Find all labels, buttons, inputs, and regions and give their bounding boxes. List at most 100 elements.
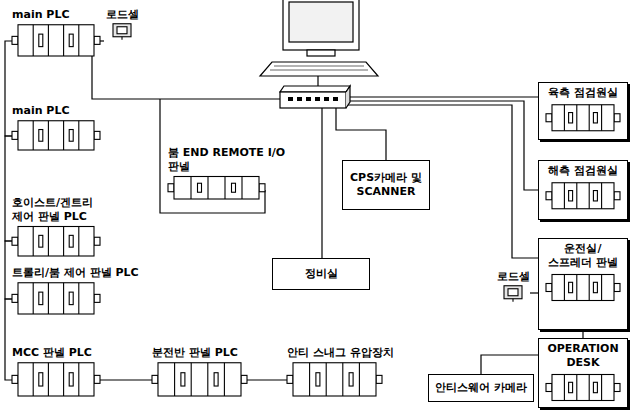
load-cell: 로드셀: [496, 270, 530, 306]
rack-divider: [33, 227, 34, 257]
cell-body: [504, 286, 522, 299]
rack-cap: [376, 375, 382, 383]
plc-rack: [152, 363, 247, 396]
rack-body: [552, 105, 614, 131]
node-label: 분전반 판넬 PLC: [152, 346, 247, 360]
rack-body: [552, 183, 614, 209]
rack-cap: [94, 36, 100, 44]
rack-cap: [12, 237, 18, 245]
rack-body: [552, 375, 614, 401]
rack-divider: [601, 105, 602, 131]
rack-body: [18, 283, 94, 314]
hub-port: [306, 97, 311, 101]
node-label: 로드셀: [496, 270, 530, 284]
rack-module: [569, 282, 573, 292]
rack-divider: [564, 105, 565, 131]
plc-rack: [287, 363, 382, 396]
hub-port: [288, 97, 293, 101]
rack-divider: [589, 275, 590, 301]
process-box: CPS카메라 및 SCANNER: [342, 160, 430, 210]
hub-port: [324, 97, 329, 101]
rack-divider: [78, 25, 79, 56]
rack-cap: [546, 284, 552, 292]
rack-divider: [589, 183, 590, 209]
network-link: [5, 41, 12, 136]
rack-module: [69, 235, 73, 247]
rack-divider: [48, 283, 49, 314]
rack-divider: [342, 363, 343, 396]
rack-module: [232, 183, 236, 192]
keyboard: [260, 62, 378, 76]
node-label: 로드셀: [104, 8, 140, 22]
rack-divider: [309, 363, 310, 396]
room-panel: 해측 점검원실: [538, 160, 628, 220]
node-label: 호이스트/겐트리 제어 판넬 PLC: [12, 196, 108, 224]
rack-divider: [601, 275, 602, 301]
rack-module: [39, 292, 43, 305]
rack-body: [18, 121, 94, 150]
rack-cap: [546, 384, 552, 392]
rack-cap: [152, 375, 158, 383]
rack-body: [293, 363, 376, 396]
rack-body: [158, 363, 241, 396]
node-label: 해측 점검원실: [545, 164, 621, 178]
load-cell-icon: [113, 24, 131, 40]
plc-rack: [546, 375, 620, 401]
rack-divider: [48, 25, 49, 56]
monitor-stand: [307, 50, 335, 56]
network-link: [5, 241, 12, 299]
network-link: [5, 299, 12, 380]
rack-divider: [78, 227, 79, 257]
load-cell-icon: [504, 286, 522, 302]
rack-divider: [48, 227, 49, 257]
rack-module: [569, 113, 573, 123]
rack-divider: [224, 177, 225, 200]
rack-module: [569, 382, 573, 392]
rack-cap: [12, 294, 18, 302]
room-panel: 육측 점검원실: [538, 82, 628, 140]
rack-divider: [207, 177, 208, 200]
plc-rack: [546, 105, 620, 131]
rack-divider: [78, 121, 79, 150]
computer-icon: [260, 0, 378, 76]
network-link: [530, 292, 538, 293]
node-label: 트롤리/붐 제어 판넬 PLC: [12, 266, 162, 280]
rack-divider: [589, 105, 590, 131]
rack-divider: [576, 183, 577, 209]
node-label: 운전실/ 스프레더 판넬: [545, 242, 621, 270]
node-label: 붐 END REMOTE I/O 판넬: [168, 146, 308, 174]
rack-divider: [191, 363, 192, 396]
rack-divider: [564, 275, 565, 301]
network-link: [481, 355, 538, 374]
cell-lead: [121, 37, 122, 40]
hub-ports: [288, 97, 338, 101]
rack-cap: [94, 237, 100, 245]
rack-module: [198, 183, 202, 192]
rack-module: [593, 113, 597, 123]
hub-top: [280, 86, 350, 92]
network-wires: [92, 56, 538, 258]
rack-divider: [241, 177, 242, 200]
network-link: [100, 379, 152, 380]
rack-divider: [589, 375, 590, 401]
rack-divider: [33, 283, 34, 314]
rack-body: [18, 227, 94, 257]
rack-module: [349, 373, 353, 386]
plc-racks: [12, 24, 620, 401]
rack-divider: [78, 283, 79, 314]
network-link: [5, 136, 12, 241]
network-wire: [346, 96, 538, 97]
hub-port: [315, 97, 320, 101]
rack-module: [181, 373, 185, 386]
plc-rack: [12, 283, 100, 314]
rack-divider: [326, 363, 327, 396]
rack-divider: [48, 363, 49, 396]
rack-divider: [78, 363, 79, 396]
network-wire: [336, 108, 386, 160]
node-label: main PLC: [12, 104, 100, 118]
rack-module: [69, 34, 73, 47]
rack-divider: [63, 363, 64, 396]
rack-divider: [359, 363, 360, 396]
rack-module: [569, 191, 573, 201]
rack-module: [316, 373, 320, 386]
